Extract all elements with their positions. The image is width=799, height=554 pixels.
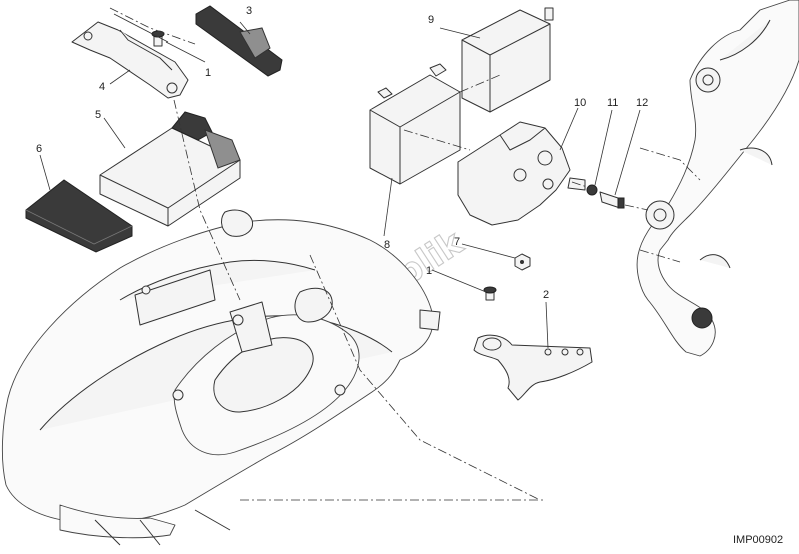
part-7-nut [514, 253, 531, 271]
callout-6: 6 [36, 143, 42, 155]
part-1-screw-top [151, 30, 165, 47]
part-5-control-unit [99, 111, 241, 227]
part-12-spacer [599, 191, 625, 209]
callout-3: 3 [246, 5, 252, 17]
tail-housing [1, 209, 441, 546]
callout-2: 2 [543, 289, 549, 301]
part-4-bracket [71, 21, 189, 99]
drawing-code: IMP00902 [733, 534, 783, 546]
callout-1-lower: 1 [426, 265, 432, 277]
leader-lines [39, 13, 641, 349]
part-3-pad [195, 5, 283, 77]
callout-1: 1 [205, 67, 211, 79]
part-2-bracket-plate [473, 334, 593, 401]
part-11-grommet [586, 184, 598, 196]
part-1-screw-lower [483, 286, 497, 301]
part-9-module [461, 7, 554, 113]
callout-8: 8 [384, 239, 390, 251]
callout-12: 12 [636, 97, 648, 109]
callout-10: 10 [574, 97, 586, 109]
part-6-foam-pad [25, 179, 133, 253]
assembly-lines [109, 7, 701, 501]
callout-5: 5 [95, 109, 101, 121]
part-10-holder [457, 121, 586, 226]
callout-7: 7 [454, 236, 460, 248]
rear-frame [636, 0, 799, 357]
callout-4: 4 [99, 81, 105, 93]
callout-11: 11 [607, 97, 618, 109]
part-8-module [369, 63, 461, 185]
callouts: 1 2 3 4 5 6 7 8 9 10 11 12 1 [36, 5, 648, 301]
callout-9: 9 [428, 14, 434, 26]
